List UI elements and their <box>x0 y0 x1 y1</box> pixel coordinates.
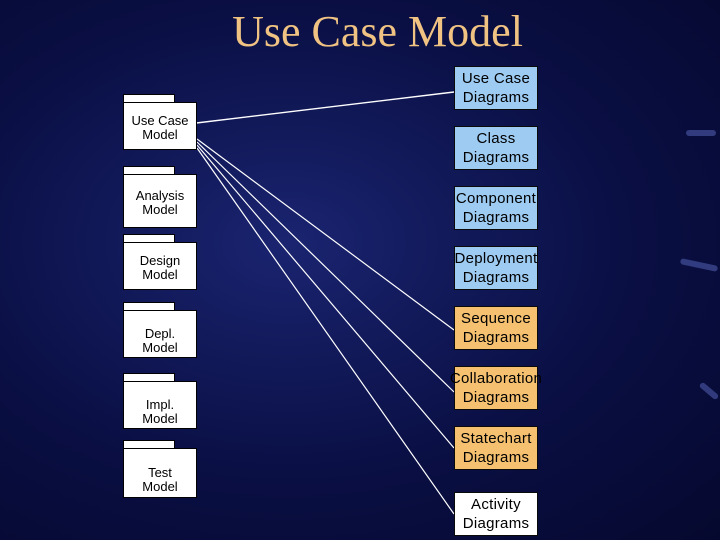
diagram-deployment: Deployment Diagrams <box>454 246 538 290</box>
diagram-class: Class Diagrams <box>454 126 538 170</box>
link-statechart-diagrams <box>196 144 455 449</box>
diagram-activity: Activity Diagrams <box>454 492 538 536</box>
model-analysis: Analysis Model <box>123 166 197 228</box>
diagram-use-case: Use Case Diagrams <box>454 66 538 110</box>
model-design: Design Model <box>123 234 197 290</box>
model-label: Test Model <box>123 448 197 498</box>
model-deployment: Depl. Model <box>123 302 197 358</box>
model-label: Design Model <box>123 242 197 290</box>
slide-title: Use Case Model <box>232 7 523 56</box>
link-sequence-diagrams <box>196 138 455 331</box>
model-test: Test Model <box>123 440 197 498</box>
model-implementation: Impl. Model <box>123 373 197 429</box>
diagram-component: Component Diagrams <box>454 186 538 230</box>
model-label: Use Case Model <box>123 102 197 150</box>
model-use-case: Use Case Model <box>123 94 197 150</box>
link-use-case-diagrams <box>187 91 455 125</box>
model-label: Analysis Model <box>123 174 197 228</box>
model-label: Depl. Model <box>123 310 197 358</box>
link-collaboration-diagrams <box>196 141 455 393</box>
link-activity-diagrams <box>196 147 455 515</box>
diagram-sequence: Sequence Diagrams <box>454 306 538 350</box>
diagram-collaboration: Collaboration Diagrams <box>450 366 542 410</box>
model-label: Impl. Model <box>123 381 197 429</box>
background-streak <box>686 130 716 136</box>
diagram-statechart: Statechart Diagrams <box>454 426 538 470</box>
